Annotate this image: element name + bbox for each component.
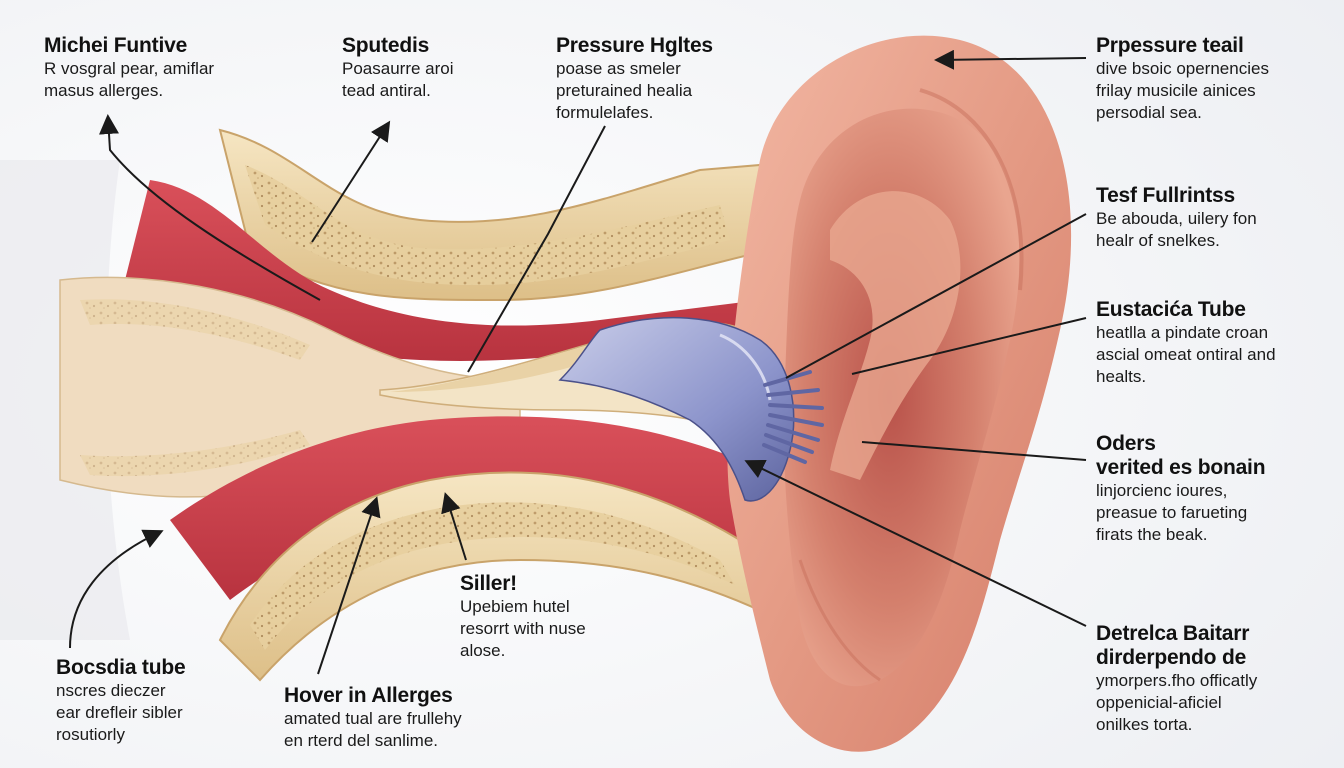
pointer-bottom-right	[744, 459, 1087, 627]
pointer-right-3	[861, 441, 1087, 461]
label-top-left-line-2: masus allerges.	[44, 81, 164, 100]
label-bottom-center-title: Hover in Allerges	[284, 684, 453, 707]
label-right-3-line-1: linjorcienc ioures,	[1096, 481, 1228, 500]
pointer-right-2	[851, 317, 1087, 375]
label-top-left-title: Michei Funtive	[44, 34, 188, 57]
pointer-lines	[69, 49, 1087, 675]
label-top-center-line-3: formulelafes.	[556, 103, 654, 122]
label-bottom-right-title-1: Detrelca Baitarr	[1096, 622, 1250, 645]
label-top-second: Sputedis Poasaurre aroi tead antiral.	[342, 34, 454, 102]
lower-tissue	[170, 416, 770, 600]
label-right-1-title: Tesf Fullrintss	[1096, 184, 1235, 207]
pointer-top-right	[934, 49, 1087, 70]
label-top-center-line-2: preturained healia	[556, 81, 693, 100]
label-bottom-center-line-1: amated tual are frullehy	[284, 709, 462, 728]
label-bottom-right-title-2: dirderpendo de	[1096, 646, 1247, 669]
label-top-center-line-1: poase as smeler	[556, 59, 681, 78]
label-right-1-line-1: Be abouda, uilery fon	[1096, 209, 1257, 228]
label-right-3-title-1: Oders	[1096, 432, 1156, 455]
label-bottom-left: Bocsdia tube nscres dieczer ear drefleir…	[56, 656, 186, 746]
label-middle-lower-title: Siller!	[460, 572, 517, 595]
label-bottom-right-line-2: oppenicial-aficiel	[1096, 693, 1222, 712]
label-bottom-left-line-1: nscres dieczer	[56, 681, 166, 700]
label-right-3-title-2: verited es bonain	[1096, 456, 1266, 479]
label-bottom-left-line-3: rosutiorly	[56, 725, 125, 744]
pointer-top-center	[467, 125, 606, 373]
pointer-top-second	[311, 120, 391, 243]
label-right-2-title: Eustacića Tube	[1096, 298, 1246, 321]
label-right-2-line-1: heatlla a pindate croan	[1096, 323, 1269, 342]
label-bottom-center: Hover in Allerges amated tual are frulle…	[284, 684, 462, 752]
label-top-center: Pressure Hgltes poase as smeler preturai…	[556, 34, 713, 124]
label-right-2: Eustacića Tube heatlla a pindate croan a…	[1096, 298, 1276, 388]
label-top-right-title: Prpessure teail	[1096, 34, 1244, 57]
label-top-second-line-2: tead antiral.	[342, 81, 431, 100]
label-right-3-line-2: preasue to faruеting	[1096, 503, 1248, 522]
label-bottom-right: Detrelca Baitarr dirderpendo de ymorpers…	[1096, 622, 1257, 736]
label-bottom-left-title: Bocsdia tube	[56, 656, 186, 679]
label-right-1-line-2: healr of snelkes.	[1096, 231, 1220, 250]
pointer-right-1	[785, 213, 1087, 379]
outer-ear	[727, 35, 1072, 752]
label-top-center-title: Pressure Hgltes	[556, 34, 713, 57]
label-right-3: Oders verited es bonain linjorcienc iour…	[1096, 432, 1266, 546]
label-top-right-line-2: frilay musicile ainices	[1096, 81, 1256, 100]
eardrum	[558, 316, 824, 502]
label-right-2-line-3: healts.	[1096, 367, 1147, 386]
pointer-top-left	[99, 114, 321, 301]
pointer-middle-lower	[441, 492, 467, 561]
label-bottom-right-line-3: onilkes torta.	[1096, 715, 1193, 734]
label-top-second-title: Sputedis	[342, 34, 430, 57]
label-right-1: Tesf Fullrintss Be abouda, uilery fon he…	[1096, 184, 1257, 252]
label-middle-lower-line-1: Upebiem hutel	[460, 597, 570, 616]
label-top-right-line-1: dive bsoic opernencies	[1096, 59, 1269, 78]
pointer-bottom-center	[317, 496, 381, 675]
label-top-left-line-1: R vosgral pear, amiflar	[44, 59, 215, 78]
label-bottom-right-line-1: ymorpers.fho officatly	[1096, 671, 1258, 690]
label-top-right: Prpessure teail dive bsoic opernencies f…	[1096, 34, 1269, 124]
label-bottom-left-line-2: ear drefleir sibler	[56, 703, 183, 722]
label-top-right-line-3: persodial sea.	[1096, 103, 1202, 122]
cochlear-fibers	[762, 370, 824, 464]
label-middle-lower-line-2: resorrt with nuse	[460, 619, 586, 638]
label-middle-lower-line-3: alose.	[460, 641, 506, 660]
label-bottom-center-line-2: en rterd del sanlime.	[284, 731, 439, 750]
label-middle-lower: Siller! Upebiem hutel resorrt with nuse …	[460, 572, 586, 662]
label-right-2-line-2: ascial omeat ontiral and	[1096, 345, 1276, 364]
label-top-left: Michei Funtive R vosgral pear, amiflar m…	[44, 34, 214, 102]
label-top-second-line-1: Poasaurre aroi	[342, 59, 454, 78]
pointer-bottom-left	[69, 529, 164, 649]
label-right-3-line-3: firats the beak.	[1096, 525, 1208, 544]
